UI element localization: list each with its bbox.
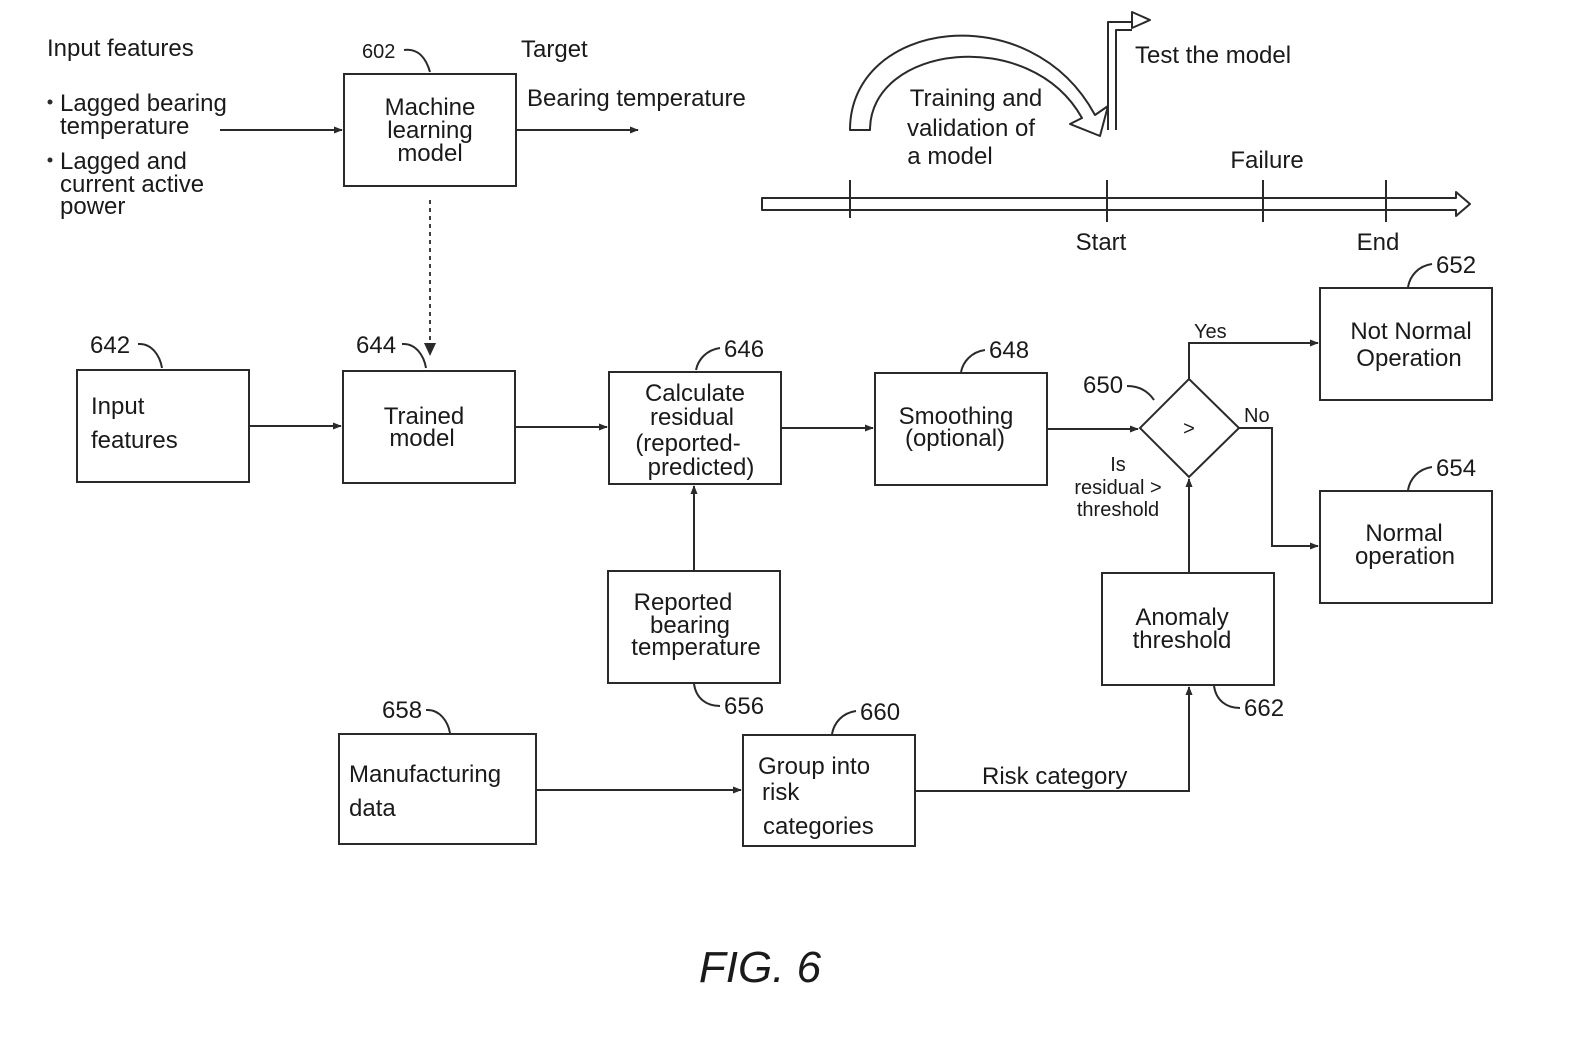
residual-line-1: Calculate <box>645 380 745 407</box>
bullet-1-line-2: temperature <box>60 113 189 140</box>
decision-question-1: Is <box>1110 454 1126 476</box>
input-ref-leader <box>138 344 162 368</box>
input-ref: 642 <box>90 332 130 359</box>
input-line-1: Input <box>91 393 145 420</box>
risk-label: Risk category <box>982 763 1127 790</box>
bullet-2-line-3: power <box>60 193 125 220</box>
not-normal-line-2: Operation <box>1356 345 1461 372</box>
mfg-line-2: data <box>349 795 396 822</box>
group-line-3: categories <box>763 813 874 840</box>
smoothing-line-2: (optional) <box>905 425 1005 452</box>
normal-line-2: operation <box>1355 543 1455 570</box>
end-label: End <box>1357 229 1400 256</box>
group-ref-leader <box>832 711 856 734</box>
smoothing-ref: 648 <box>989 337 1029 364</box>
ml-line-3: model <box>397 140 462 167</box>
timeline-arrow <box>762 192 1470 216</box>
input-features-box <box>77 370 249 482</box>
input-line-2: features <box>91 427 178 454</box>
training-line-3: a model <box>907 143 992 170</box>
anomaly-ref-leader <box>1214 686 1240 708</box>
smoothing-ref-leader <box>961 350 985 372</box>
trained-ref: 644 <box>356 332 396 359</box>
yes-branch-arrow <box>1189 343 1318 379</box>
decision-question-3: threshold <box>1077 499 1159 521</box>
training-line-2: validation of <box>907 115 1035 142</box>
ml-to-trained-arrowhead <box>424 343 436 356</box>
group-ref: 660 <box>860 699 900 726</box>
anomaly-ref: 662 <box>1244 695 1284 722</box>
target-value: Bearing temperature <box>527 85 746 112</box>
not-normal-ref-leader <box>1408 264 1432 287</box>
figure-label: FIG. 6 <box>699 943 822 992</box>
start-label: Start <box>1076 229 1127 256</box>
ml-ref: 602 <box>362 41 395 63</box>
residual-line-4: predicted) <box>648 454 755 481</box>
group-line-1: Group into <box>758 753 870 780</box>
test-bent-arrow <box>1108 12 1150 130</box>
target-label: Target <box>521 36 588 63</box>
bullet-dot-1 <box>48 100 53 105</box>
residual-ref-leader <box>696 348 720 370</box>
training-line-1: Training and <box>910 85 1043 112</box>
mfg-box <box>339 734 536 844</box>
reported-line-3: temperature <box>631 634 760 661</box>
failure-label: Failure <box>1230 147 1303 174</box>
reported-ref-leader <box>694 684 720 706</box>
not-normal-ref: 652 <box>1436 252 1476 279</box>
residual-ref: 646 <box>724 336 764 363</box>
yes-label: Yes <box>1194 321 1227 343</box>
normal-ref-leader <box>1408 467 1432 490</box>
anomaly-line-2: threshold <box>1133 627 1232 654</box>
trained-line-2: model <box>389 425 454 452</box>
mfg-line-1: Manufacturing <box>349 761 501 788</box>
mfg-ref: 658 <box>382 697 422 724</box>
residual-line-3: (reported- <box>635 430 740 457</box>
normal-ref: 654 <box>1436 455 1476 482</box>
test-label: Test the model <box>1135 42 1291 69</box>
residual-line-2: residual <box>650 404 734 431</box>
decision-ref-leader <box>1127 386 1154 400</box>
decision-question-2: residual > <box>1074 477 1161 499</box>
not-normal-line-1: Not Normal <box>1350 318 1471 345</box>
input-features-title: Input features <box>47 35 194 62</box>
ml-ref-leader <box>404 50 430 72</box>
group-line-2: risk <box>762 779 800 806</box>
no-label: No <box>1244 405 1270 427</box>
decision-symbol: > <box>1183 418 1195 440</box>
trained-ref-leader <box>402 344 426 368</box>
reported-ref: 656 <box>724 693 764 720</box>
no-branch-arrow <box>1239 428 1318 546</box>
decision-ref: 650 <box>1083 372 1123 399</box>
mfg-ref-leader <box>426 710 450 733</box>
bullet-dot-2 <box>48 158 53 163</box>
